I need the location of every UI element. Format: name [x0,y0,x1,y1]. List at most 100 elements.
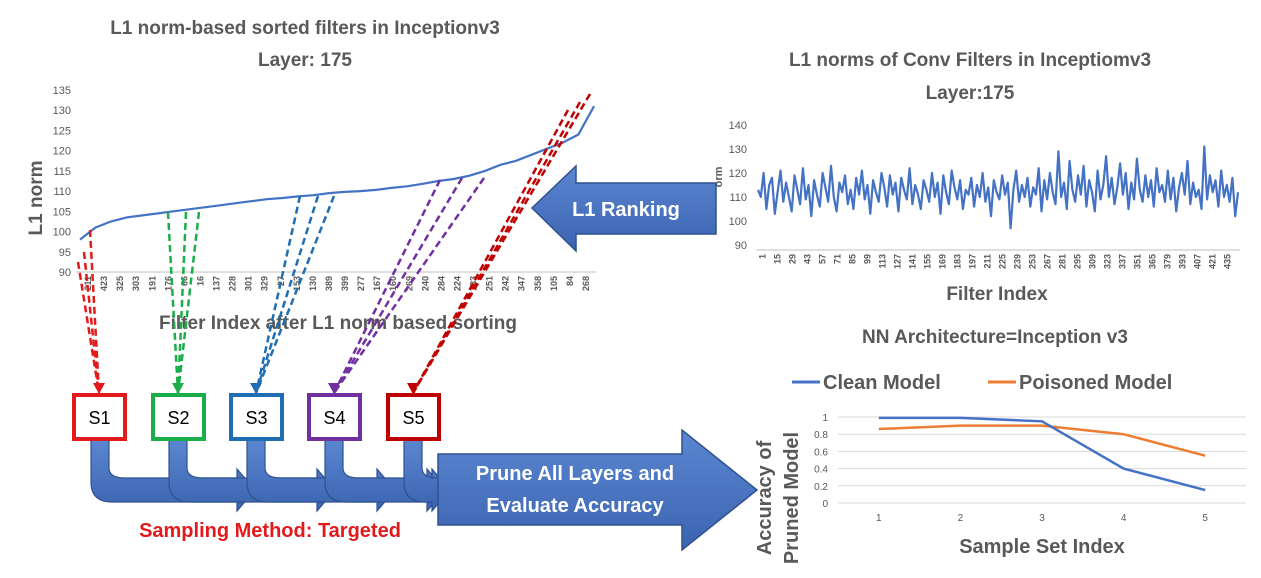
sorted-x-tick-label: 268 [581,276,591,291]
raw-x-tick-label: 169 [938,254,948,269]
sorted-chart-subtitle: Layer: 175 [258,50,352,71]
sorted-y-tick-label: 110 [53,186,71,198]
sample-box-border [151,393,206,441]
raw-x-tick-label: 99 [863,254,873,264]
raw-x-tick-label: 183 [953,254,963,269]
accuracy-y-tick-label: 1 [822,413,828,424]
sample-box-label: S5 [402,408,424,428]
sorted-y-tick-label: 95 [59,247,71,259]
sorted-x-tick-label: 423 [99,276,109,291]
sample-box-border [386,393,441,441]
accuracy-x-tick-label: 2 [958,513,964,524]
sorted-x-tick-label: 240 [420,276,430,291]
sorted-x-tick-label: 66 [179,276,189,286]
sample-box-s5: S5 [386,393,441,441]
sampling-dash-line-s2 [176,211,188,394]
raw-y-tick-label: 90 [735,240,747,252]
sampling-dash-line-s5 [411,93,592,394]
accuracy-x-tick-label: 1 [876,513,882,524]
sampling-dash-line-s1 [76,261,101,394]
raw-chart-xlabel: Filter Index [946,284,1048,305]
sample-box-s4: S4 [307,393,362,441]
raw-x-tick-label: 141 [908,254,918,269]
accuracy-y-tick-label: 0 [822,499,828,510]
accuracy-chart-y-ticks: 0 0.2 0.4 0.6 0.8 1 [814,413,828,510]
accuracy-chart-ylabel-line1: Accuracy of [754,440,776,555]
sorted-x-tick-label: 84 [565,276,575,286]
sorted-x-tick-label: 301 [244,276,254,291]
sorted-chart-ylabel: L1 norm [26,161,47,236]
sorted-x-tick-label: 191 [147,276,157,291]
accuracy-y-tick-label: 0.6 [814,447,828,458]
accuracy-y-tick-label: 0.2 [814,482,828,493]
sample-box-label: S1 [88,408,110,428]
sampling-dash-line-s1 [82,251,101,394]
raw-x-tick-label: 113 [878,254,888,269]
raw-x-tick-label: 29 [788,254,798,264]
sorted-x-tick-label: 251 [485,276,495,291]
sorted-x-tick-label: 176 [163,276,173,291]
sampling-dash-line-s3 [254,195,302,394]
sorted-x-tick-label: 167 [372,276,382,291]
sample-box-border [72,393,127,441]
sorted-x-tick-label: 329 [260,276,270,291]
raw-x-tick-label: 407 [1193,254,1203,269]
sorted-x-tick-label: 137 [212,276,222,291]
raw-x-tick-label: 379 [1163,254,1173,269]
sorted-x-tick-label: 284 [436,276,446,291]
accuracy-chart-xlabel: Sample Set Index [959,536,1125,558]
sorted-y-tick-label: 135 [53,85,71,97]
sampling-dash-line-s2 [166,211,180,394]
raw-y-tick-label: 110 [729,192,747,204]
sorted-x-tick-label: 211 [83,276,93,291]
raw-y-tick-label: 140 [729,120,747,132]
sorted-x-tick-label: 389 [324,276,334,291]
sampling-arrowhead-s2 [172,383,184,394]
sorted-y-tick-label: 125 [53,125,71,137]
sampling-dash-line-s3 [254,195,320,394]
sample-box-border [307,393,362,441]
legend-poisoned-label: Poisoned Model [1019,372,1172,394]
sampling-dash-line-s4 [332,179,442,394]
raw-x-tick-label: 1 [758,254,768,259]
accuracy-y-tick-label: 0.4 [814,465,828,476]
sample-set-boxes: S1 S2 S3 S4 S5 [72,393,441,441]
raw-x-tick-label: 267 [1043,254,1053,269]
raw-x-tick-label: 127 [893,254,903,269]
raw-x-tick-label: 295 [1073,254,1083,269]
accuracy-series-clean [878,416,1206,492]
raw-x-tick-label: 239 [1013,254,1023,269]
raw-x-tick-label: 211 [983,254,993,269]
sorted-x-tick-label: 242 [501,276,511,291]
sample-box-s2: S2 [151,393,206,441]
raw-x-tick-label: 85 [848,254,858,264]
sorted-y-tick-label: 130 [53,105,71,117]
sample-box-label: S4 [323,408,345,428]
sampling-arrowhead-s3 [250,383,262,394]
accuracy-y-tick-label: 0.8 [814,430,828,441]
sorted-chart: L1 norm-based sorted filters in Inceptio… [26,18,596,334]
sampling-arrowhead-s1 [93,383,105,394]
accuracy-chart-ylabel-line2: Pruned Model [781,432,803,564]
sorted-x-tick-label: 27 [276,276,286,286]
sorted-x-tick-label: 269 [404,276,414,291]
sample-box-label: S2 [167,408,189,428]
raw-x-tick-label: 197 [968,254,978,269]
sampling-dash-line-s1 [88,229,101,394]
sorted-chart-title: L1 norm-based sorted filters in Inceptio… [110,18,500,39]
raw-x-tick-label: 155 [923,254,933,269]
raw-x-tick-label: 351 [1133,254,1143,269]
sampling-arrowhead-s5 [407,383,419,394]
sorted-x-tick-label: 130 [308,276,318,291]
accuracy-chart-gridlines [838,416,1246,504]
raw-chart-series-line [756,145,1240,230]
sampling-method-label: Sampling Method: Targeted [139,520,401,542]
ranking-arrow-shape [530,164,717,253]
sample-box-s3: S3 [229,393,284,441]
sorted-x-tick-label: 347 [517,276,527,291]
sampling-dash-lines [76,93,592,394]
raw-x-tick-label: 365 [1148,254,1158,269]
l1-ranking-arrow: L1 Ranking [530,164,717,253]
raw-chart-subtitle: Layer:175 [926,83,1015,104]
